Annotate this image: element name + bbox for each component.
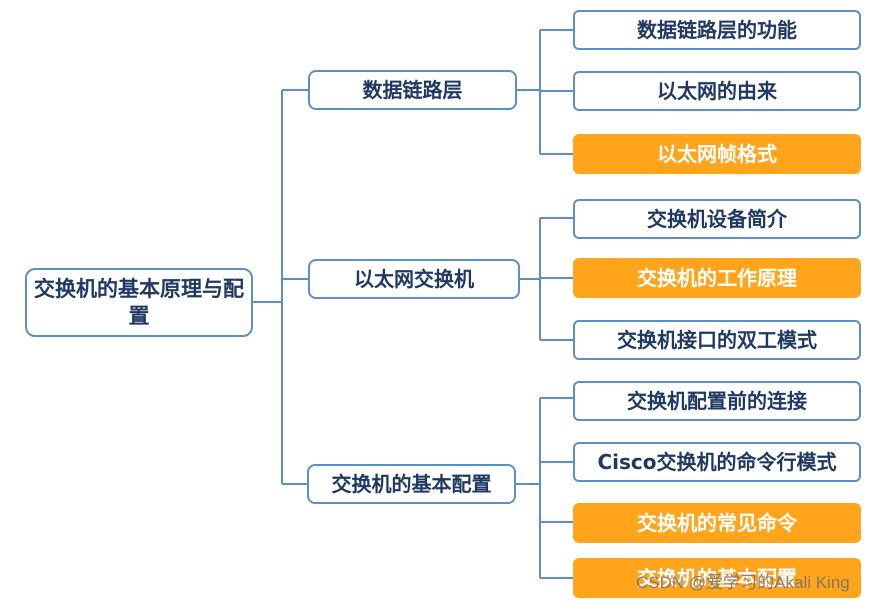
leaf-node: 交换机的常见命令: [573, 503, 861, 543]
leaf-node: 交换机接口的双工模式: [573, 320, 861, 360]
branch-node-ethernet-switch: 以太网交换机: [308, 259, 520, 299]
leaf-node: 数据链路层的功能: [573, 10, 861, 50]
leaf-node: 交换机的工作原理: [573, 258, 861, 298]
branch-node-basic-config: 交换机的基本配置: [307, 464, 516, 504]
leaf-node: Cisco交换机的命令行模式: [573, 442, 861, 482]
leaf-node: 以太网的由来: [573, 71, 861, 111]
leaf-node: 交换机配置前的连接: [573, 381, 861, 421]
leaf-node: 交换机设备简介: [573, 199, 861, 239]
root-node: 交换机的基本原理与配置: [25, 268, 253, 337]
watermark: CSDN @爱学习的Akali King: [636, 573, 850, 592]
leaf-node: 以太网帧格式: [573, 134, 861, 174]
branch-node-data-link-layer: 数据链路层: [308, 70, 517, 110]
leaf-node: 交换机的基本配置: [573, 558, 861, 598]
